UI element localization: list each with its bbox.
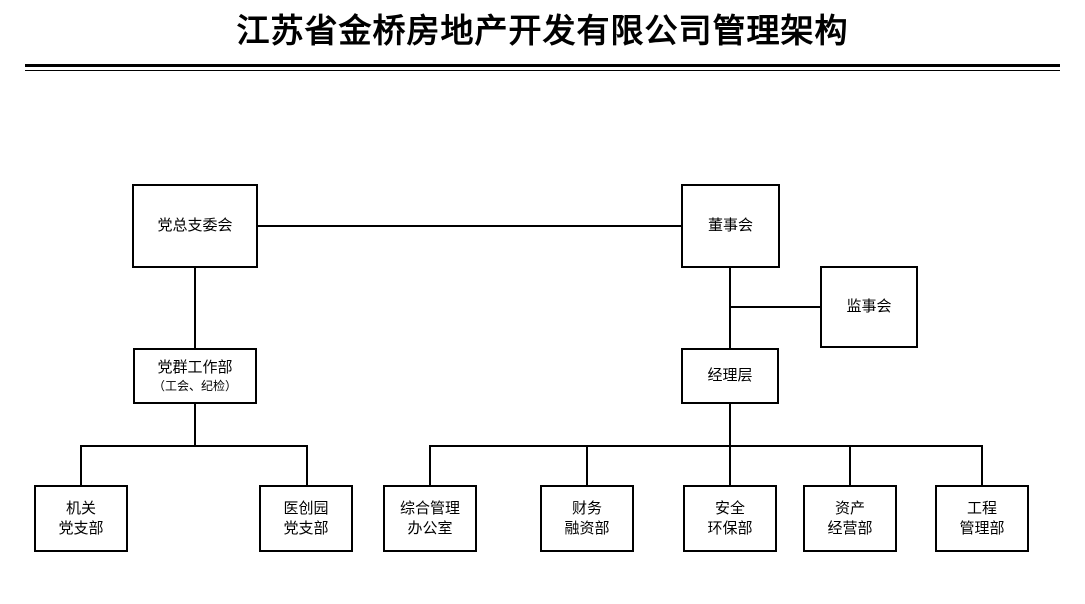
node-label-line2: 党支部	[58, 519, 104, 537]
node-finance-financing-dept[interactable]: 财务 融资部	[540, 485, 634, 552]
node-label-line1: 机关	[65, 499, 96, 517]
page-title: 江苏省金桥房地产开发有限公司管理架构	[236, 14, 849, 50]
node-label-line1: 资产	[834, 499, 865, 517]
connector-board-to-management	[729, 268, 731, 348]
node-label-line1: 董事会	[707, 217, 753, 234]
node-label-line1: 医创园	[283, 499, 329, 517]
node-party-mass-work-dept[interactable]: 党群工作部 （工会、纪检）	[133, 348, 257, 404]
node-engineering-management-dept[interactable]: 工程 管理部	[935, 485, 1029, 552]
node-asset-management-dept[interactable]: 资产 经营部	[803, 485, 897, 552]
node-label-line2: 经营部	[827, 519, 873, 537]
title-rule-thick	[25, 64, 1060, 67]
node-label-line2: 融资部	[564, 519, 610, 537]
node-label-line2: 管理部	[959, 519, 1005, 537]
node-label-line1: 财务	[571, 499, 602, 517]
node-label-line1: 党总支委会	[157, 217, 233, 234]
node-label-line2: 办公室	[407, 519, 453, 537]
connector-partywork-stem	[194, 404, 196, 447]
connector-drop-organ-branch	[80, 445, 82, 485]
node-medical-park-party-branch[interactable]: 医创园 党支部	[259, 485, 353, 552]
node-label-line1: 经理层	[707, 367, 753, 384]
node-label-line2: （工会、纪检）	[152, 379, 237, 393]
node-label-line1: 综合管理	[399, 499, 460, 517]
node-organ-party-branch[interactable]: 机关 党支部	[34, 485, 128, 552]
connector-party-branch-bus	[80, 445, 308, 447]
connector-drop-medical-branch	[306, 445, 308, 485]
node-label-line2: 党支部	[283, 519, 329, 537]
node-label-line1: 监事会	[846, 298, 892, 315]
node-management-level[interactable]: 经理层	[681, 348, 779, 404]
node-party-committee[interactable]: 党总支委会	[132, 184, 258, 268]
connector-drop-finance	[586, 445, 588, 485]
node-board-of-supervisors[interactable]: 监事会	[820, 266, 918, 348]
title-rule-thin	[25, 70, 1060, 71]
connector-drop-engineering	[981, 445, 983, 485]
node-board-of-directors[interactable]: 董事会	[681, 184, 780, 268]
connector-board-to-supervisors	[729, 306, 821, 308]
connector-drop-safety	[729, 445, 731, 485]
connector-party-to-partywork	[194, 268, 196, 348]
connector-drop-asset	[849, 445, 851, 485]
node-label-line1: 党群工作部	[157, 359, 233, 376]
node-label-line1: 安全	[714, 499, 745, 517]
node-safety-environment-dept[interactable]: 安全 环保部	[683, 485, 777, 552]
node-label-line2: 环保部	[707, 519, 753, 537]
connector-party-to-board	[258, 225, 681, 227]
connector-drop-general-admin	[429, 445, 431, 485]
node-label-line1: 工程	[966, 499, 997, 517]
connector-department-bus	[429, 445, 983, 447]
connector-management-stem	[729, 404, 731, 447]
node-general-admin-office[interactable]: 综合管理 办公室	[383, 485, 477, 552]
